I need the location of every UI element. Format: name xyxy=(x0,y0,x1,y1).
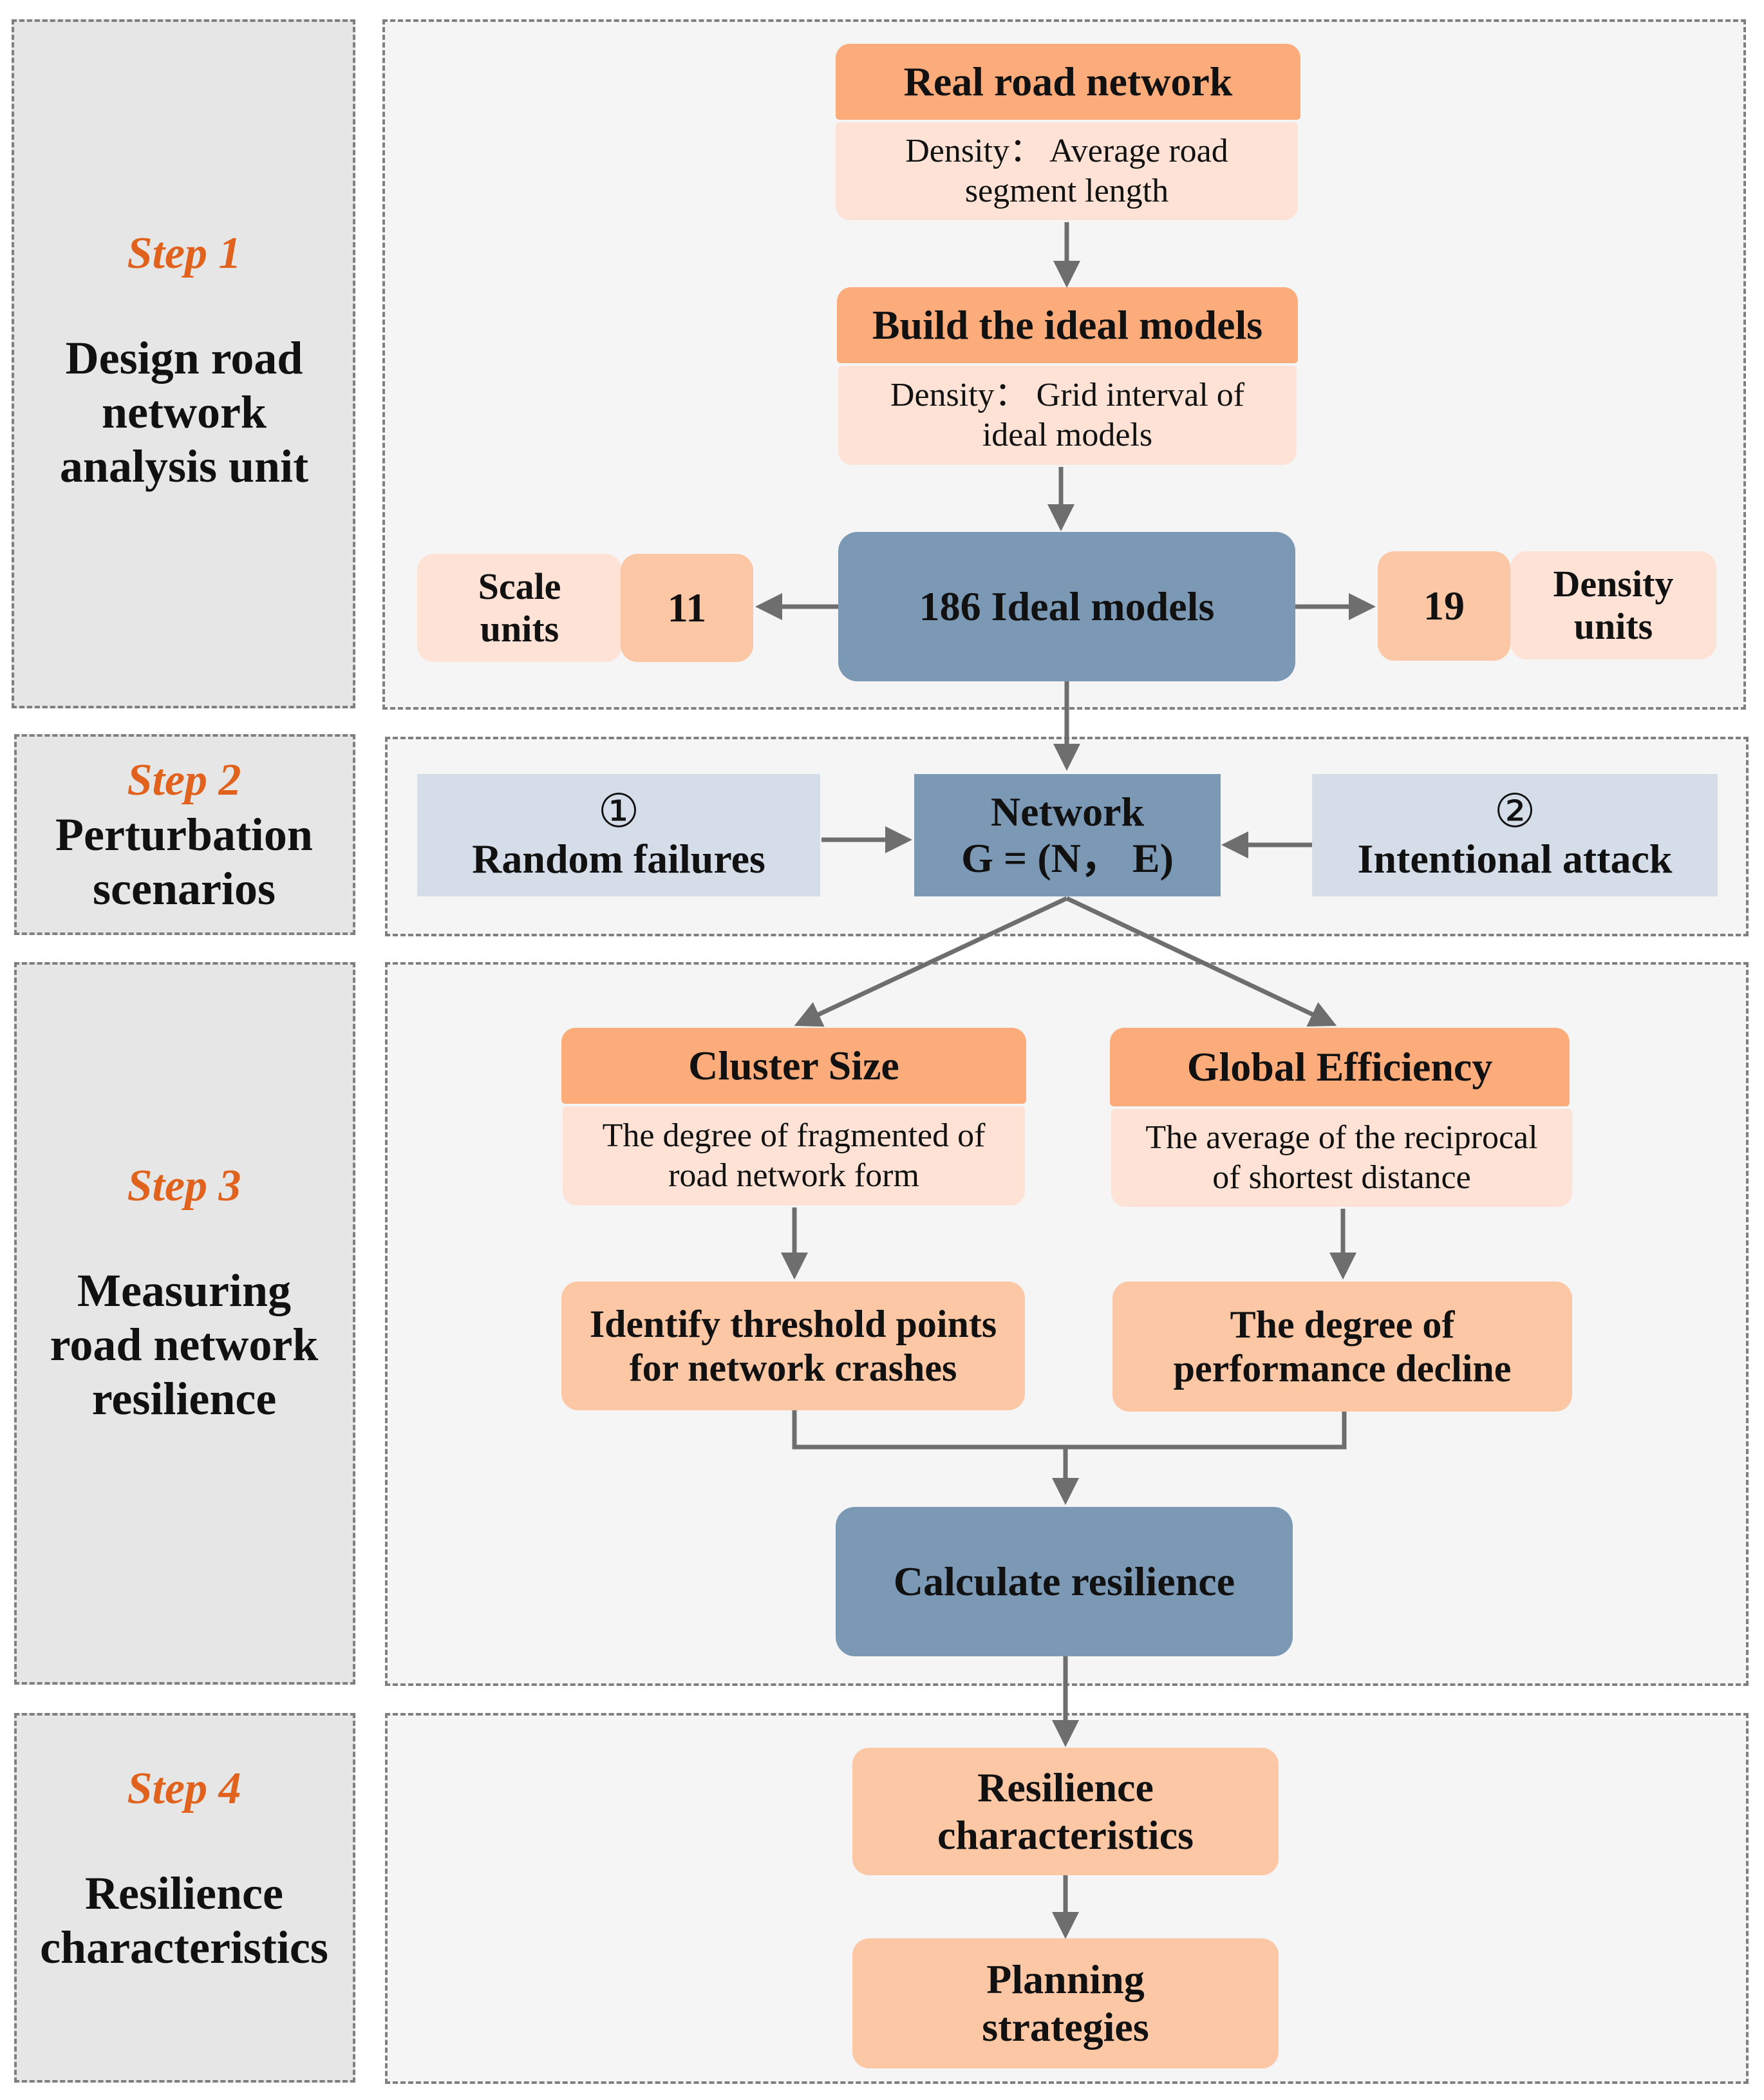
step1-name-line: analysis unit xyxy=(59,440,309,492)
random-failures-label: Random failures xyxy=(472,836,765,882)
density-units-count: 19 xyxy=(1378,551,1510,661)
step1-name: Design road network analysis unit xyxy=(12,331,357,493)
global-efficiency-title: Global Efficiency xyxy=(1110,1028,1570,1106)
random-failures-box: ① Random failures xyxy=(417,774,820,896)
resilience-characteristics-line: characteristics xyxy=(937,1812,1194,1858)
ideal-models-box: 186 Ideal models xyxy=(838,532,1295,681)
threshold-line: Identify threshold points xyxy=(589,1303,997,1345)
step4-text: Step 4 Resilience characteristics xyxy=(12,1762,357,1974)
planning-strategies-box: Planning strategies xyxy=(852,1938,1279,2068)
step3-name-line: resilience xyxy=(91,1373,277,1424)
performance-decline-box: The degree of performance decline xyxy=(1112,1282,1572,1412)
build-ideal-desc-line: Density： Grid interval of xyxy=(890,377,1245,413)
step3-panel xyxy=(14,962,355,1685)
step3-name-line: Measuring xyxy=(77,1265,291,1316)
planning-line: Planning xyxy=(986,1956,1145,2002)
step2-name-line: scenarios xyxy=(93,863,276,914)
step3-name: Measuring road network resilience xyxy=(12,1263,357,1426)
step4-name: Resilience characteristics xyxy=(12,1866,357,1974)
scale-units-line: Scale xyxy=(478,565,561,607)
scale-units-line: units xyxy=(480,608,559,650)
intentional-attack-marker: ② xyxy=(1494,786,1536,837)
global-desc-line: The average of the reciprocal xyxy=(1145,1119,1538,1156)
step2-name: Perturbation scenarios xyxy=(12,808,357,916)
cluster-desc-line: The degree of fragmented of xyxy=(602,1117,986,1154)
step1-panel xyxy=(12,19,355,708)
step3-label: Step 3 xyxy=(127,1161,241,1211)
step4-panel xyxy=(14,1713,355,2083)
resilience-characteristics-box: Resilience characteristics xyxy=(852,1748,1279,1875)
step1-name-line: network xyxy=(102,386,267,438)
step4-name-line: Resilience xyxy=(85,1868,283,1919)
random-failures-marker: ① xyxy=(597,786,640,837)
density-units-line: Density xyxy=(1553,563,1674,605)
scale-units-count: 11 xyxy=(621,554,753,662)
intentional-attack-label: Intentional attack xyxy=(1357,836,1673,882)
real-network-description: Density： Average road segment length xyxy=(836,122,1298,220)
resilience-characteristics-line: Resilience xyxy=(977,1764,1154,1810)
step1-text: Step 1 Design road network analysis unit xyxy=(12,227,357,493)
step1-name-line: Design road xyxy=(65,332,303,384)
threshold-points-box: Identify threshold points for network cr… xyxy=(561,1282,1025,1410)
network-box: Network G = (N， E) xyxy=(914,774,1221,896)
global-desc-line: of shortest distance xyxy=(1212,1159,1471,1196)
arrow-network-to-cluster xyxy=(794,896,1068,1027)
step2-text: Step 2 Perturbation scenarios xyxy=(12,753,357,916)
decline-line: The degree of xyxy=(1230,1303,1455,1346)
step2-panel xyxy=(14,734,355,935)
build-ideal-desc-line: ideal models xyxy=(982,417,1153,453)
density-units-label: Density units xyxy=(1510,551,1716,659)
network-line: G = (N， E) xyxy=(961,835,1174,881)
calculate-resilience-box: Calculate resilience xyxy=(836,1507,1293,1656)
merge-line xyxy=(792,1410,1347,1450)
real-network-desc-line: Density： Average road xyxy=(905,133,1228,169)
real-network-title: Real road network xyxy=(836,44,1300,120)
decline-line: performance decline xyxy=(1173,1347,1512,1390)
cluster-size-title: Cluster Size xyxy=(561,1028,1026,1104)
cluster-size-description: The degree of fragmented of road network… xyxy=(563,1106,1025,1206)
step4-name-line: characteristics xyxy=(40,1922,328,1973)
build-ideal-description: Density： Grid interval of ideal models xyxy=(838,366,1297,465)
step1-label: Step 1 xyxy=(127,229,241,278)
step3-text: Step 3 Measuring road network resilience xyxy=(12,1159,357,1426)
intentional-attack-box: ② Intentional attack xyxy=(1312,774,1718,896)
step4-label: Step 4 xyxy=(127,1764,241,1813)
scale-units-label: Scale units xyxy=(417,554,622,662)
planning-line: strategies xyxy=(982,2004,1149,2050)
network-line: Network xyxy=(990,789,1145,835)
step2-name-line: Perturbation xyxy=(55,809,313,860)
step2-label: Step 2 xyxy=(127,755,241,805)
density-units-line: units xyxy=(1573,605,1653,647)
step3-name-line: road network xyxy=(50,1319,319,1370)
arrow-network-to-global xyxy=(1065,896,1337,1027)
global-efficiency-description: The average of the reciprocal of shortes… xyxy=(1111,1109,1572,1207)
threshold-line: for network crashes xyxy=(629,1347,957,1389)
real-network-desc-line: segment length xyxy=(964,173,1169,209)
cluster-desc-line: road network form xyxy=(668,1157,919,1194)
build-ideal-title: Build the ideal models xyxy=(837,287,1298,363)
